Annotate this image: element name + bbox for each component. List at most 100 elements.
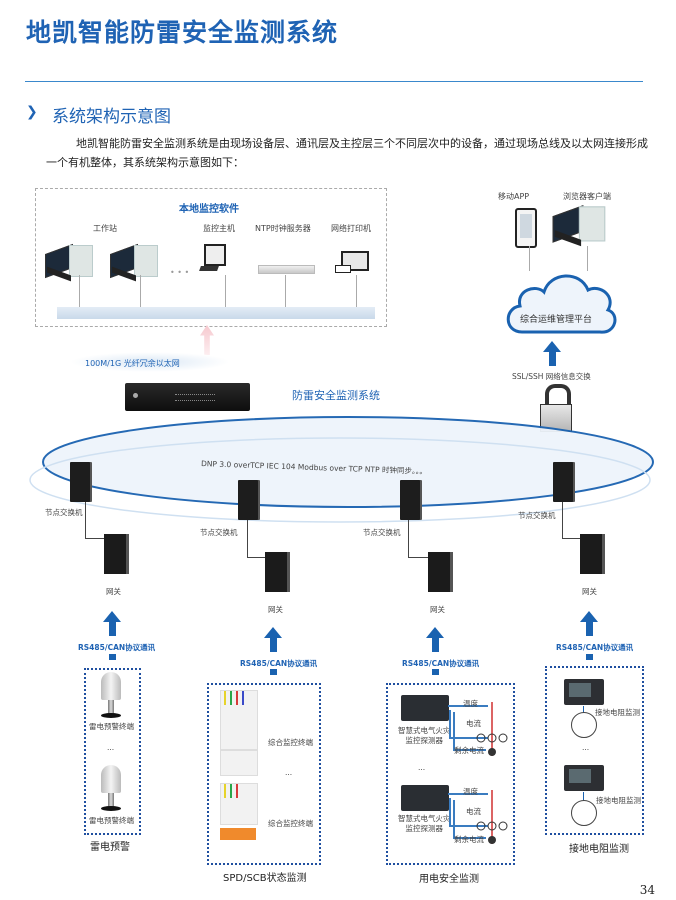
node-switch-label: 节点交换机 (200, 528, 238, 537)
spd-module-icon (220, 750, 258, 776)
browser-client-icon (552, 205, 608, 247)
sensor-wiring (448, 790, 508, 844)
sensor-wiring (448, 702, 508, 756)
node-switch-icon (70, 462, 90, 502)
wire (562, 502, 563, 538)
earth-ground-icon (571, 800, 597, 826)
core-switch-icon (125, 383, 250, 411)
monitor-host-label: 监控主机 (203, 224, 235, 233)
grounding-box (545, 666, 644, 835)
up-arrow-shaft (432, 638, 439, 652)
uplink-arrow-icon (200, 325, 214, 355)
fire-detector-icon (401, 695, 449, 721)
up-arrow-icon (543, 341, 561, 352)
up-arrow-shaft (109, 622, 116, 636)
browser-client-label: 浏览器客户端 (563, 192, 611, 201)
monitor-host-icon (199, 244, 226, 272)
group-title: 用电安全监测 (419, 874, 479, 885)
group-item-label: 智慧式电气火灾 监控探测器 (398, 814, 451, 833)
electrical-safety-box (386, 683, 515, 865)
chevron-right-icon: ❯ (26, 104, 38, 120)
ellipsis: ... (418, 763, 426, 772)
remote-drop-line (529, 246, 530, 271)
mobile-phone-icon (515, 208, 537, 248)
group-item-label: 接地电阻监测 (596, 796, 641, 805)
ethernet-label-glow (70, 352, 230, 372)
bus-drop-line (225, 275, 226, 308)
local-monitoring-box (35, 188, 387, 327)
wire (583, 792, 584, 802)
rs485-label: RS485/CAN协议通讯 (78, 643, 156, 652)
gateway-label: 网关 (582, 587, 597, 596)
grounding-meter-icon (564, 765, 604, 791)
spd-module-icon (220, 690, 258, 750)
intro-text-line-1: 地凯智能防雷安全监测系统是由现场设备层、通讯层及主控层三个不同层次中的设备，通过… (76, 137, 648, 150)
node-switch-icon (238, 480, 258, 520)
group-item-label: 综合监控终端 (268, 819, 313, 828)
ellipsis: • • • (170, 268, 190, 277)
ellipsis: ... (582, 743, 590, 752)
up-arrow-icon (103, 611, 121, 622)
signal-label: 温度 (463, 699, 478, 708)
signal-label: 剩余电流 (454, 835, 484, 844)
lightning-sensor-icon (98, 765, 124, 815)
group-item-label: 雷电预警终端 (89, 722, 134, 731)
node-switch-label: 节点交换机 (45, 508, 83, 517)
rs485-label: RS485/CAN协议通讯 (402, 659, 480, 668)
signal-label: 电流 (466, 807, 481, 816)
section-title: 系统架构示意图 (52, 107, 171, 127)
page-number: 34 (639, 883, 655, 897)
group-title: 接地电阻监测 (569, 844, 629, 855)
node-switch-label: 节点交换机 (363, 528, 401, 537)
signal-label: 电流 (466, 719, 481, 728)
spd-module-icon (220, 783, 258, 825)
gateway-icon (265, 552, 287, 592)
ethernet-label: 100M/1G 光纤冗余以太网 (85, 359, 180, 368)
up-arrow-icon (580, 611, 598, 622)
up-arrow-shaft (549, 352, 556, 366)
gateway-icon (104, 534, 126, 574)
scb-module-icon (220, 828, 256, 840)
signal-label: 温度 (463, 787, 478, 796)
gateway-label: 网关 (268, 605, 283, 614)
wire (85, 502, 86, 538)
up-arrow-shaft (586, 622, 593, 636)
workstation-label: 工作站 (93, 224, 117, 233)
wire (583, 706, 584, 716)
system-label: 防雷安全监测系统 (292, 389, 380, 402)
local-monitoring-title: 本地监控软件 (179, 204, 239, 215)
up-arrow-shaft (586, 654, 593, 660)
group-item-label: 雷电预警终端 (89, 816, 134, 825)
ellipsis: ... (285, 768, 293, 777)
grounding-meter-icon (564, 679, 604, 705)
rs485-label: RS485/CAN协议通讯 (556, 643, 634, 652)
platform-label: 综合运维管理平台 (520, 315, 593, 325)
up-arrow-icon (426, 627, 444, 638)
workstation-icon (45, 243, 95, 282)
wire (562, 538, 580, 539)
up-arrow-shaft (270, 669, 277, 675)
wire (408, 557, 428, 558)
lightning-sensor-icon (98, 672, 124, 722)
gateway-icon (428, 552, 450, 592)
rs485-label: RS485/CAN协议通讯 (240, 659, 318, 668)
bus-drop-line (285, 275, 286, 308)
printer-icon (335, 245, 369, 275)
network-printer-label: 网络打印机 (331, 224, 371, 233)
group-item-label: 综合监控终端 (268, 738, 313, 747)
spd-status-box (207, 683, 321, 865)
lightning-warning-box (84, 668, 141, 835)
workstation-icon (110, 243, 160, 282)
cloud-icon (506, 274, 617, 334)
up-arrow-shaft (432, 669, 439, 675)
ellipsis: ... (107, 743, 115, 752)
title-divider (25, 81, 643, 82)
gateway-label: 网关 (430, 605, 445, 614)
wire (85, 538, 104, 539)
ring-network (29, 416, 654, 523)
signal-label: 剩余电流 (454, 746, 484, 755)
node-switch-icon (400, 480, 420, 520)
wire (247, 520, 248, 557)
ntp-server-label: NTP时钟服务器 (255, 224, 311, 233)
gateway-icon (580, 534, 602, 574)
